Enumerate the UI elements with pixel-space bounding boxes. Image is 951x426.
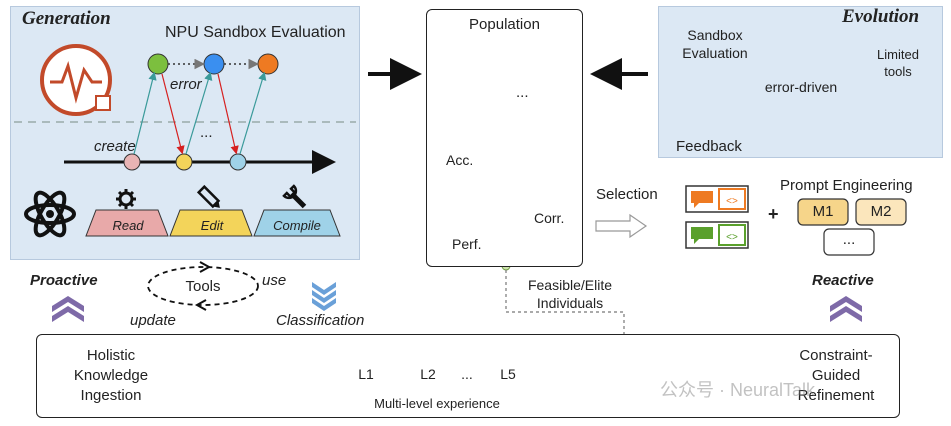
m2-label: M2	[870, 203, 892, 220]
watermark: 公众号 · NeuralTalk	[660, 380, 816, 400]
tools-label: Tools	[185, 278, 221, 295]
m2-box	[855, 198, 907, 226]
level-l5-label: L5	[500, 366, 516, 382]
multilevel-experience-label: Multi-level experience	[374, 396, 500, 411]
read-tool-shape	[85, 209, 169, 237]
proactive-chevron-icon	[52, 296, 84, 322]
constraint-line3: Refinement	[797, 387, 875, 404]
constraint-line2: Guided	[811, 367, 861, 384]
m1-label: M1	[812, 203, 834, 220]
gear-icon	[116, 189, 136, 209]
population-title: Population	[469, 16, 540, 33]
feasible-line2: Individuals	[536, 295, 604, 311]
npu-chip-icon	[40, 44, 112, 116]
sandbox-evaluation-label: Sandbox Evaluation	[670, 26, 760, 62]
error-label: error	[170, 76, 202, 93]
timeline-node-3	[229, 153, 247, 171]
edit-tool-shape	[169, 209, 253, 237]
sandbox-line1: Sandbox	[687, 27, 743, 43]
proactive-label: Proactive	[30, 272, 98, 289]
population-panel	[426, 9, 583, 267]
holistic-line3: Ingestion	[80, 387, 142, 404]
error-driven-label: error-driven	[764, 79, 838, 95]
m1-box	[797, 198, 849, 226]
timeline-node-2	[175, 153, 193, 171]
classification-label: Classification	[276, 312, 365, 329]
elite-connector	[505, 270, 629, 355]
axis-corr-label: Corr.	[534, 210, 565, 226]
selected-individual-orange: <>	[685, 185, 749, 213]
update-label: update	[130, 312, 176, 329]
generation-ellipsis: ...	[200, 124, 213, 141]
generation-title: Generation	[22, 8, 111, 29]
tools-loop	[147, 266, 259, 306]
reactive-chevron-icon	[830, 296, 862, 322]
level-l1-label: L1	[358, 366, 374, 382]
svg-text:<>: <>	[726, 232, 738, 243]
feasible-line1: Feasible/Elite	[527, 277, 613, 293]
holistic-line2: Knowledge	[73, 367, 149, 384]
plus-sign: +	[768, 204, 779, 224]
knowledge-panel	[36, 334, 900, 418]
m-more-label: ...	[842, 231, 856, 248]
compile-label: Compile	[273, 218, 321, 233]
timeline-node-1	[123, 153, 141, 171]
level-l2-label: L2	[420, 366, 436, 382]
create-label: create	[94, 138, 136, 155]
evolution-panel	[658, 6, 943, 158]
axis-acc-label: Acc.	[446, 152, 474, 168]
reactive-label: Reactive	[812, 272, 874, 289]
selected-individual-green: <>	[685, 221, 749, 249]
edit-label: Edit	[200, 218, 224, 233]
prompt-engineering-title: Prompt Engineering	[780, 177, 913, 194]
constraint-line1: Constraint-	[799, 347, 873, 364]
use-label: use	[262, 272, 287, 289]
axis-perf-label: Perf.	[452, 236, 482, 252]
read-label: Read	[112, 218, 144, 233]
atom-icon	[24, 190, 76, 238]
limited-tools-label: Limited tools	[868, 46, 928, 80]
classification-chevron-icon	[312, 282, 336, 311]
compile-tool-shape	[253, 209, 341, 237]
m-more-box	[823, 228, 875, 256]
sandbox-line2: Evaluation	[682, 45, 748, 61]
wrench-icon	[282, 184, 307, 209]
population-ellipsis: ...	[516, 84, 529, 101]
feedback-label: Feedback	[676, 138, 742, 155]
evolution-title: Evolution	[842, 6, 920, 27]
node-orange	[257, 53, 279, 75]
holistic-knowledge-label: Holistic Knowledge Ingestion	[56, 346, 166, 406]
limited-line2: tools	[884, 64, 912, 79]
selection-arrow	[595, 213, 648, 239]
node-green	[147, 53, 169, 75]
node-blue	[203, 53, 225, 75]
limited-line1: Limited	[877, 47, 919, 62]
svg-text:<>: <>	[726, 196, 738, 207]
level-ellipsis-label: ...	[461, 366, 473, 382]
constraint-guided-label: Constraint- Guided Refinement	[776, 346, 896, 406]
npu-sandbox-label: NPU Sandbox Evaluation	[165, 24, 346, 41]
selection-label: Selection	[596, 186, 658, 203]
pencil-icon	[196, 184, 221, 209]
feasible-elite-label: Feasible/Elite Individuals	[510, 276, 630, 312]
holistic-line1: Holistic	[86, 347, 136, 364]
